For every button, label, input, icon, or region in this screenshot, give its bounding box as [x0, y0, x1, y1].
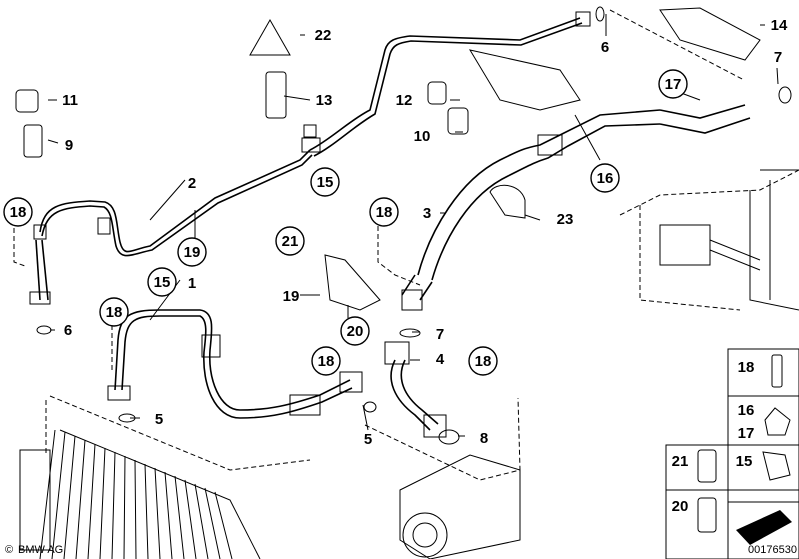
callout-13: 13 — [316, 92, 333, 109]
circled-callout-18a: 18 — [3, 197, 33, 227]
fastener-legend: 18 16 17 21 15 20 — [665, 348, 799, 559]
callout-9: 9 — [65, 137, 73, 154]
circled-callout-18c: 18 — [369, 197, 399, 227]
hose-3 — [401, 104, 751, 311]
svg-text:18: 18 — [318, 353, 335, 370]
legend-21: 21 — [672, 453, 689, 470]
bolt-20-icon — [697, 497, 717, 533]
valve-9 — [23, 124, 43, 158]
circled-callout-15b: 15 — [147, 267, 177, 297]
circled-callout-19a: 19 — [177, 237, 207, 267]
condenser — [19, 429, 261, 559]
svg-text:18: 18 — [376, 204, 393, 221]
callout-8: 8 — [480, 430, 488, 447]
svg-text:15: 15 — [317, 174, 334, 191]
footer: © BMW AG 00176530 — [5, 544, 797, 556]
svg-text:18: 18 — [10, 204, 27, 221]
bracket-16 — [468, 49, 581, 111]
valve-10 — [447, 107, 469, 135]
callout-19b: 19 — [283, 288, 300, 305]
small-parts — [15, 7, 792, 311]
callout-23: 23 — [557, 211, 574, 228]
svg-text:18: 18 — [106, 304, 123, 321]
pipe-2 — [29, 149, 313, 335]
pressure-sensor-13 — [265, 71, 287, 119]
bracket-19 — [324, 254, 381, 311]
svg-text:21: 21 — [282, 233, 299, 250]
legend-20: 20 — [672, 498, 689, 515]
callout-7a: 7 — [436, 326, 444, 343]
warning-label-22 — [249, 18, 291, 56]
cap-11 — [15, 89, 39, 113]
circled-callout-18b: 18 — [99, 297, 129, 327]
callout-2: 2 — [188, 175, 196, 192]
compressor — [399, 454, 521, 559]
legend-15: 15 — [736, 453, 753, 470]
circled-callout-18e: 18 — [468, 346, 498, 376]
nut-16-17-icon — [764, 407, 791, 436]
svg-text:18: 18 — [475, 353, 492, 370]
pipe-4 — [384, 328, 460, 445]
circled-callout-15a: 15 — [310, 167, 340, 197]
callout-11: 11 — [62, 92, 78, 109]
callout-6b: 6 — [601, 39, 609, 56]
legend-17: 17 — [738, 425, 755, 442]
pipe-1 — [107, 309, 377, 423]
callout-1: 1 — [188, 275, 196, 292]
circled-callout-18d: 18 — [311, 346, 341, 376]
callout-5b: 5 — [364, 431, 372, 448]
callout-6a: 6 — [64, 322, 72, 339]
circled-callout-20: 20 — [340, 316, 370, 346]
callout-4: 4 — [436, 351, 445, 368]
svg-text:17: 17 — [665, 76, 682, 93]
pipe-upper — [301, 6, 605, 157]
clip-23 — [489, 184, 526, 219]
circled-callout-21: 21 — [275, 226, 305, 256]
svg-text:15: 15 — [154, 274, 171, 291]
assembly-frame-lines — [13, 9, 799, 481]
svg-text:19: 19 — [184, 244, 201, 261]
cap-12 — [427, 81, 447, 105]
callout-12: 12 — [396, 92, 413, 109]
callout-5a: 5 — [155, 411, 163, 428]
circled-callout-17: 17 — [658, 69, 688, 99]
callout-labels: 2 1 3 4 5 5 6 6 7 7 8 9 10 11 12 13 14 2… — [3, 17, 788, 448]
svg-text:20: 20 — [347, 323, 364, 340]
clip-15-icon — [762, 451, 791, 481]
arrow-icon — [736, 510, 792, 545]
evaporator-area — [659, 169, 799, 311]
diagram-code: 00176530 — [748, 544, 797, 556]
svg-text:16: 16 — [597, 170, 614, 187]
brand-label: BMW AG — [18, 544, 63, 556]
bolt-18-icon — [771, 354, 783, 388]
holder-14 — [659, 7, 761, 61]
bolt-21-icon — [697, 449, 717, 483]
legend-18: 18 — [738, 359, 755, 376]
callout-7b: 7 — [774, 49, 782, 66]
copyright-symbol: © — [5, 544, 13, 556]
callout-22: 22 — [315, 27, 332, 44]
circled-callout-16: 16 — [590, 163, 620, 193]
callout-10: 10 — [414, 128, 431, 145]
callout-3: 3 — [423, 205, 431, 222]
callout-14: 14 — [771, 17, 788, 34]
legend-16: 16 — [738, 402, 755, 419]
